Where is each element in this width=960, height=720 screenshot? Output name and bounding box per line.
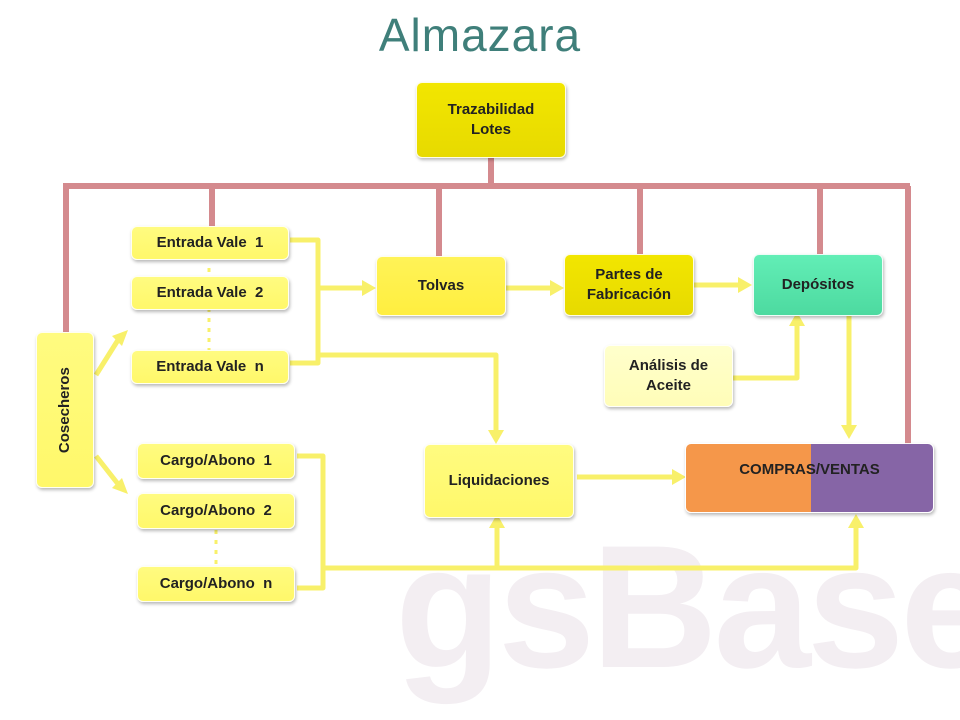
trazabilidad-bus — [63, 158, 911, 445]
partes-de-fabricacion-label: Partes de Fabricación — [586, 265, 672, 303]
tolvas-label: Tolvas — [417, 276, 465, 294]
cargo-to-compras — [323, 528, 859, 571]
analisis-to-depositos — [733, 326, 800, 381]
compras-ventas-node[interactable]: COMPRAS/VENTAS — [685, 443, 934, 513]
cargo-abono-1-node[interactable]: Cargo/Abono 1 — [137, 443, 295, 479]
entrada-vale-1-node[interactable]: Entrada Vale 1 — [131, 226, 289, 260]
cargo-bracket — [297, 453, 326, 591]
arrow-partes — [550, 280, 564, 296]
entrada-vale-1-label: Entrada Vale 1 — [156, 233, 264, 251]
arrow-analisis — [789, 312, 805, 326]
arrow-depositos — [738, 277, 752, 293]
gsbase-watermark: gsBase — [395, 510, 960, 705]
compras-segment — [686, 444, 811, 512]
cosecheros-label: Cosecheros — [55, 367, 73, 453]
cargo-abono-2-label: Cargo/Abono 2 — [160, 501, 272, 519]
arrow-compras-top — [841, 425, 857, 439]
depositos-node[interactable]: Depósitos — [753, 254, 883, 316]
entrada-vale-n-node[interactable]: Entrada Vale n — [131, 350, 289, 384]
arrow-entrada-n — [112, 330, 128, 346]
cargo-abono-1-label: Cargo/Abono 1 — [160, 451, 272, 469]
liquidaciones-label: Liquidaciones — [448, 471, 550, 489]
entrada-bracket — [290, 237, 321, 366]
cargo-abono-n-node[interactable]: Cargo/Abono n — [137, 566, 295, 602]
entrada-vale-2-label: Entrada Vale 2 — [156, 283, 264, 301]
arrow-cargo-1 — [112, 478, 128, 494]
page-title: Almazara — [378, 9, 582, 61]
bracket-to-liquidaciones — [318, 352, 499, 430]
arrow-liquidaciones-bottom — [489, 514, 505, 528]
trazabilidad-lotes-node[interactable]: Trazabilidad Lotes — [416, 82, 566, 158]
depositos-label: Depósitos — [781, 275, 855, 293]
cargo-abono-n-label: Cargo/Abono n — [159, 574, 273, 592]
trazabilidad-lotes-label: Trazabilidad Lotes — [447, 100, 535, 138]
entrada-vale-n-label: Entrada Vale n — [156, 357, 264, 375]
cosecheros-node[interactable]: Cosecheros — [36, 332, 94, 488]
entrada-vale-2-node[interactable]: Entrada Vale 2 — [131, 276, 289, 310]
arrow-compras-left — [672, 469, 686, 485]
tolvas-node[interactable]: Tolvas — [376, 256, 506, 316]
cosecheros-to-cargo — [94, 454, 120, 486]
liquidaciones-node[interactable]: Liquidaciones — [424, 444, 574, 518]
cosecheros-to-entrada — [93, 338, 121, 377]
arrow-compras-bottom — [848, 514, 864, 528]
partes-de-fabricacion-node[interactable]: Partes de Fabricación — [564, 254, 694, 316]
ventas-segment — [811, 444, 933, 512]
arrow-liquidaciones — [488, 430, 504, 444]
arrow-tolvas — [362, 280, 376, 296]
analisis-de-aceite-label: Análisis de Aceite — [628, 356, 709, 394]
analisis-de-aceite-node[interactable]: Análisis de Aceite — [604, 345, 733, 407]
cargo-abono-2-node[interactable]: Cargo/Abono 2 — [137, 493, 295, 529]
compras-ventas-label: COMPRAS/VENTAS — [739, 461, 880, 478]
